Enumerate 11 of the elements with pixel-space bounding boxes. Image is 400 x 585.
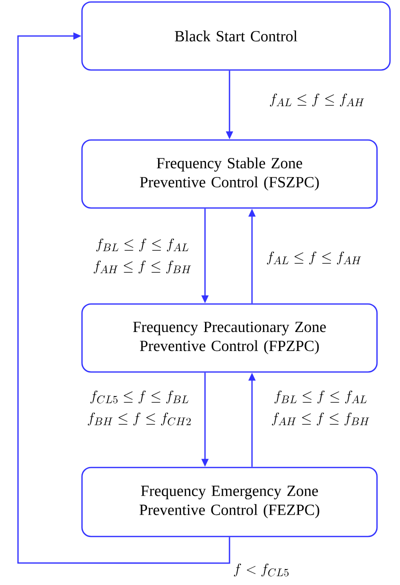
process-box: Frequency Stable Zone Preventive Control (FSZPC) xyxy=(81,139,378,209)
edge-label: $\begin{array}{c} f_{CL5} \le f \le f_{BL} \\[4pt] f_{BH} \le f \le f_{CH2} \end{array}$ xyxy=(88,390,191,426)
process-box: Black Start Control xyxy=(81,1,391,71)
process-box: Frequency Emergency Zone Preventive Control (FEZPC) xyxy=(81,466,378,538)
edge-label: $\begin{array}{c} f_{BL} \le f \le f_{AL} \\[4pt] f_{AH} \le f \le f_{BH} \end{array}$ xyxy=(272,390,370,426)
edge-label: $\begin{array}{c} f_{BL} \le f \le f_{AL} \\[4pt] f_{AH} \le f \le f_{BH} \end{array}$ xyxy=(94,238,191,274)
edge-label: $f_{AL} \le f \le f_{AH}$ xyxy=(270,93,364,107)
process-box: Frequency Precautionary Zone Preventive Control (FPZPC) xyxy=(81,303,378,373)
edge-label: $f_{AL} \le f \le f_{AH}$ xyxy=(266,251,361,265)
arrow xyxy=(17,32,230,564)
edge-label: $f < f_{CL5}$ xyxy=(234,563,289,577)
